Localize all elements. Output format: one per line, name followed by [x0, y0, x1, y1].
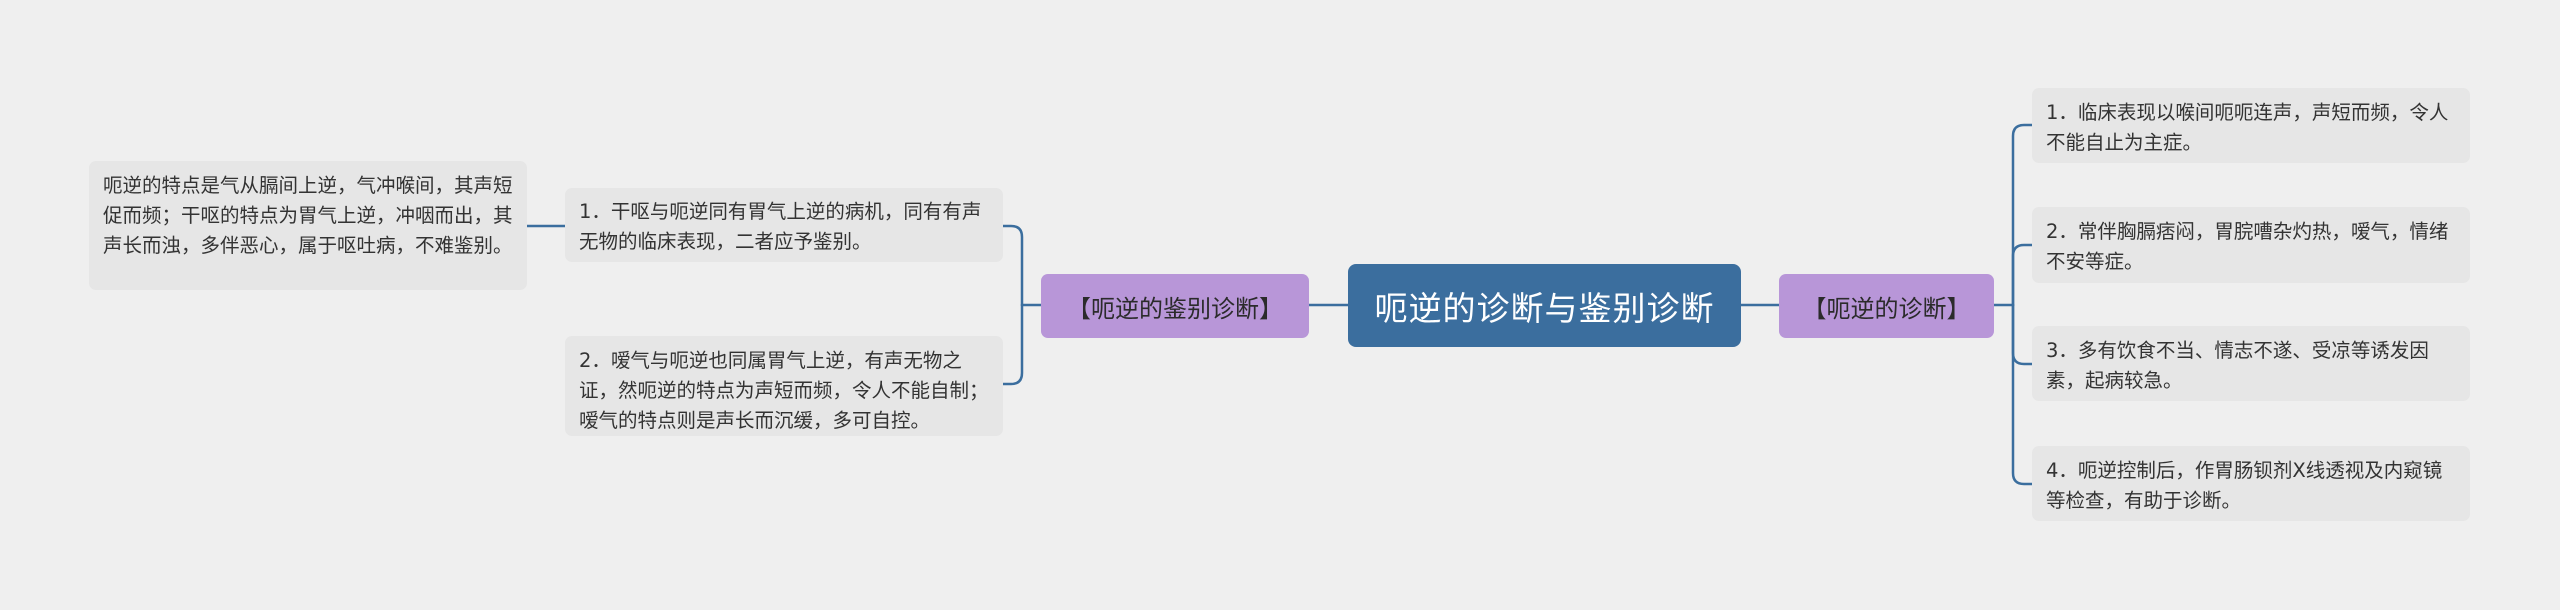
- branch-label: 【呃逆的诊断】: [1802, 294, 1971, 323]
- leaf-diagnosis-4[interactable]: 4．呃逆控制后，作胃肠钡剂X线透视及内窥镜等检查，有助于诊断。: [2032, 446, 2470, 521]
- connector-right-child-2: [2011, 243, 2034, 307]
- leaf-text: 呃逆的特点是气从膈间上逆，气冲喉间，其声短促而频；干呕的特点为胃气上逆，冲咽而出…: [103, 174, 513, 257]
- leaf-diagnosis-1[interactable]: 1．临床表现以喉间呃呃连声，声短而频，令人不能自止为主症。: [2032, 88, 2470, 163]
- connector-right-child-3: [2011, 303, 2034, 366]
- connector-left-child-1: [1001, 224, 1024, 307]
- connector-right-child-4: [2011, 303, 2034, 486]
- leaf-text: 2．嗳气与呃逆也同属胃气上逆，有声无物之证，然呃逆的特点为声短而频，令人不能自制…: [579, 349, 989, 432]
- leaf-dry-retching-detail[interactable]: 呃逆的特点是气从膈间上逆，气冲喉间，其声短促而频；干呕的特点为胃气上逆，冲咽而出…: [89, 161, 527, 290]
- leaf-text: 3．多有饮食不当、情志不遂、受凉等诱发因素，起病较急。: [2046, 339, 2429, 392]
- leaf-text: 4．呃逆控制后，作胃肠钡剂X线透视及内窥镜等检查，有助于诊断。: [2046, 459, 2443, 512]
- connector-right-child-1: [2011, 123, 2034, 307]
- leaf-dry-retching-vs-hiccup[interactable]: 1．干呕与呃逆同有胃气上逆的病机，同有有声无物的临床表现，二者应予鉴别。: [565, 188, 1003, 262]
- branch-differential-diagnosis[interactable]: 【呃逆的鉴别诊断】: [1041, 274, 1309, 338]
- leaf-diagnosis-3[interactable]: 3．多有饮食不当、情志不遂、受凉等诱发因素，起病较急。: [2032, 326, 2470, 401]
- root-topic-label: 呃逆的诊断与鉴别诊断: [1374, 288, 1715, 328]
- leaf-text: 1．干呕与呃逆同有胃气上逆的病机，同有有声无物的临床表现，二者应予鉴别。: [579, 200, 982, 253]
- leaf-belching-vs-hiccup[interactable]: 2．嗳气与呃逆也同属胃气上逆，有声无物之证，然呃逆的特点为声短而频，令人不能自制…: [565, 336, 1003, 436]
- branch-diagnosis[interactable]: 【呃逆的诊断】: [1779, 274, 1994, 338]
- leaf-diagnosis-2[interactable]: 2．常伴胸膈痞闷，胃脘嘈杂灼热，嗳气，情绪不安等症。: [2032, 207, 2470, 283]
- leaf-text: 2．常伴胸膈痞闷，胃脘嘈杂灼热，嗳气，情绪不安等症。: [2046, 220, 2449, 273]
- leaf-text: 1．临床表现以喉间呃呃连声，声短而频，令人不能自止为主症。: [2046, 101, 2449, 154]
- root-topic[interactable]: 呃逆的诊断与鉴别诊断: [1348, 264, 1741, 347]
- connector-left-child-2: [1001, 303, 1024, 386]
- branch-label: 【呃逆的鉴别诊断】: [1067, 294, 1283, 323]
